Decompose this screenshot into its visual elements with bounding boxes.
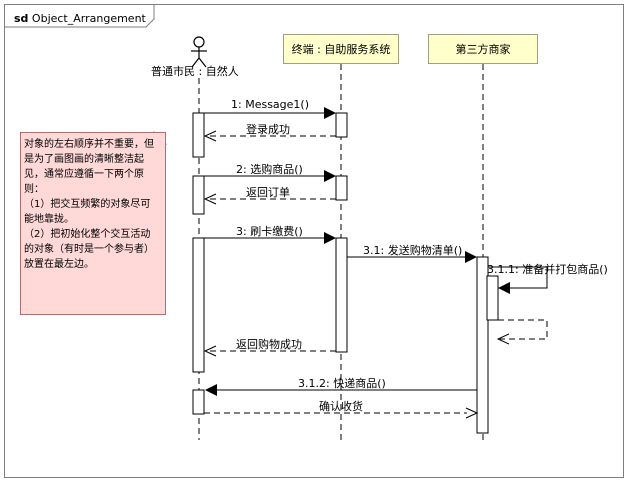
merchant-activation-1 [476,256,489,434]
merchant-lifeline-head: 第三方商家 [428,34,538,64]
actor-icon [191,36,207,68]
terminal-lifeline-head: 终端 : 自助服务系统 [283,34,399,64]
terminal-activation-1 [335,112,348,138]
message-3-label: 3: 刷卡缴费() [236,225,303,238]
comment-note-text: 对象的左右顺序并不重要，但是为了画图画的清晰整洁起见，通常应遵循一下两个原则： … [24,139,154,270]
merchant-lifeline-label: 第三方商家 [455,43,511,56]
terminal-activation-3 [335,237,348,353]
actor-activation-1 [192,112,205,158]
actor-activation-4 [192,389,205,415]
return-3-1-1-arrowhead [496,333,510,345]
actor-label: 普通市民 : 自然人 [151,65,239,78]
frame-title: sd Object_Arrangement [14,12,146,25]
return-4-label: 确认收货 [319,400,363,413]
message-3-1-1-arrow [488,266,548,289]
return-4-arrowhead [465,407,479,419]
message-3-1-1-arrowhead [498,282,510,294]
actor-activation-3 [192,237,205,373]
return-3-1-1-arrow [498,319,548,340]
message-2-label: 2: 选购商品() [236,163,303,176]
return-3-arrowhead [203,345,217,357]
return-2-arrowhead [203,193,217,205]
message-3-1-label: 3.1: 发送购物清单() [363,244,463,257]
actor-activation-2 [192,175,205,215]
message-3-1-1-label: 3.1.1: 准备并打包商品() [487,263,608,276]
return-1-label: 登录成功 [246,123,290,136]
terminal-activation-2 [335,175,348,201]
frame-tab-border [4,4,155,28]
return-2-label: 返回订单 [246,186,290,199]
message-3-1-arrowhead [465,251,477,263]
message-1-arrowhead [324,107,336,119]
message-3-arrowhead [324,232,336,244]
message-2-arrowhead [324,170,336,182]
merchant-activation-2 [486,275,499,321]
message-3-1-2-label: 3.1.2: 快递商品() [298,377,386,390]
frame-keyword: sd [14,12,29,25]
message-3-1-2-arrowhead [205,384,217,396]
return-1-arrowhead [203,130,217,142]
return-3-label: 返回购物成功 [236,338,302,351]
frame-name: Object_Arrangement [31,12,146,25]
message-1-label: 1: Message1() [231,98,309,111]
terminal-lifeline-label: 终端 : 自助服务系统 [291,43,391,56]
frame-tab: sd Object_Arrangement [4,4,154,26]
comment-note: 对象的左右顺序并不重要，但是为了画图画的清晰整洁起见，通常应遵循一下两个原则： … [20,132,166,315]
